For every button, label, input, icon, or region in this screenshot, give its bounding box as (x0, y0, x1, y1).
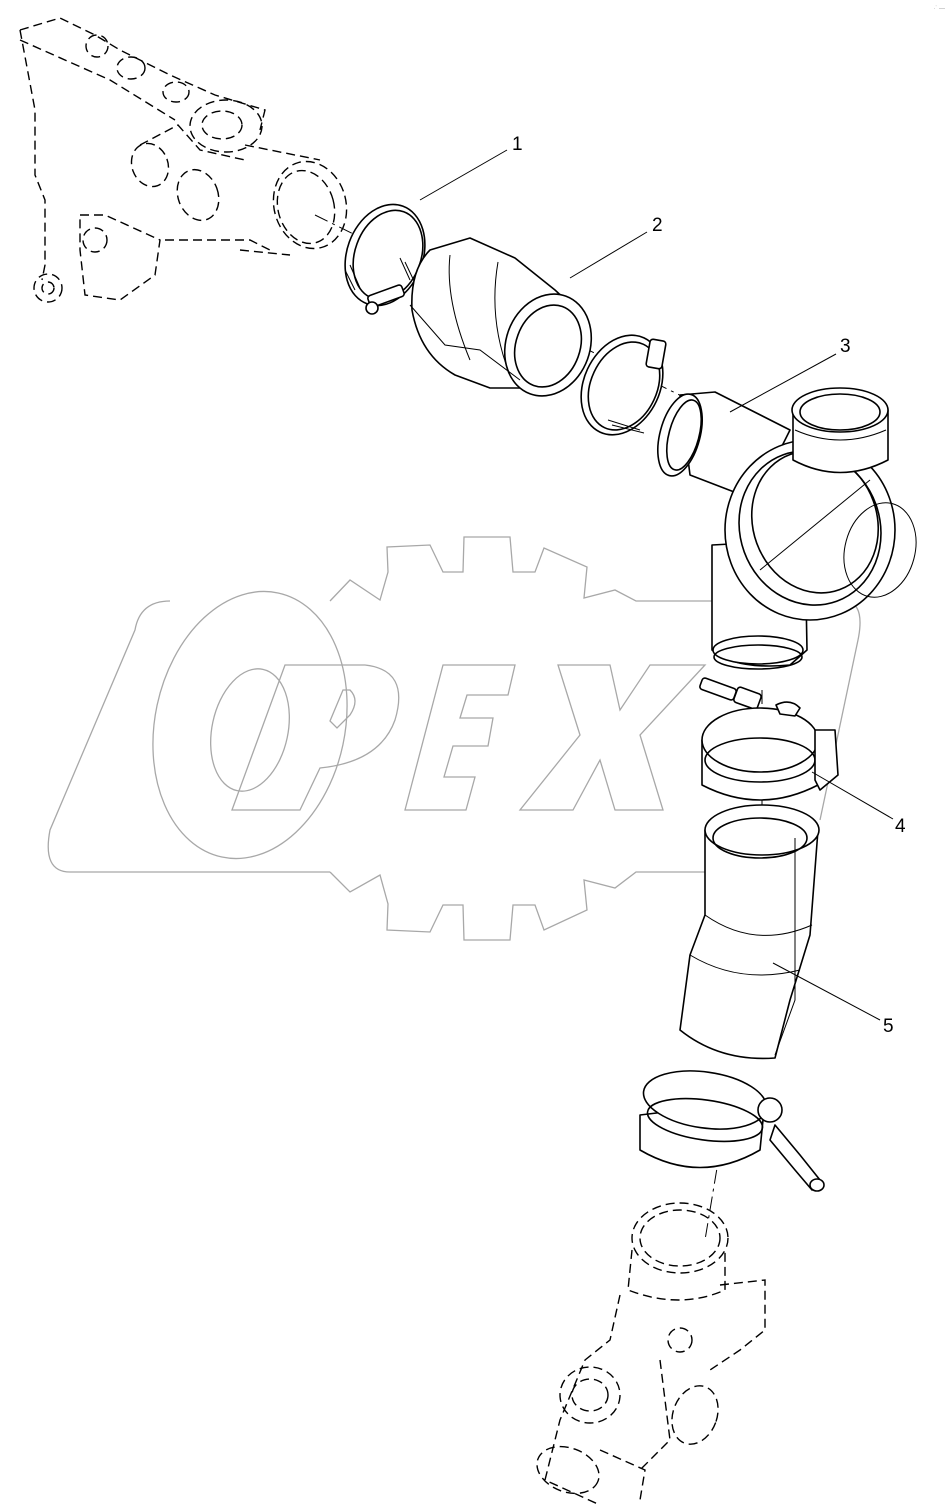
lower-tbolt-clamp (639, 1070, 825, 1192)
leader-lines (419, 149, 894, 1021)
part-2-hose-coupling (409, 237, 593, 397)
mounting-bracket (19, 17, 348, 303)
part-3-thermostat-housing (657, 387, 917, 670)
temperature-sensor (699, 677, 762, 710)
callout-2: 2 (652, 215, 663, 236)
callout-4: 4 (895, 816, 906, 837)
callout-5: 5 (883, 1016, 894, 1037)
corner-mark: ·˙ — (933, 6, 945, 12)
watermark-logo (47, 536, 861, 941)
part-5-curved-hose (679, 804, 820, 1060)
part-4-tbolt-clamp (701, 701, 839, 801)
worm-clamp-2 (580, 334, 667, 436)
bottom-housing (536, 1202, 766, 1505)
callout-3: 3 (840, 336, 851, 357)
callout-1: 1 (512, 134, 523, 155)
part-1-hose-clamp (344, 203, 426, 315)
